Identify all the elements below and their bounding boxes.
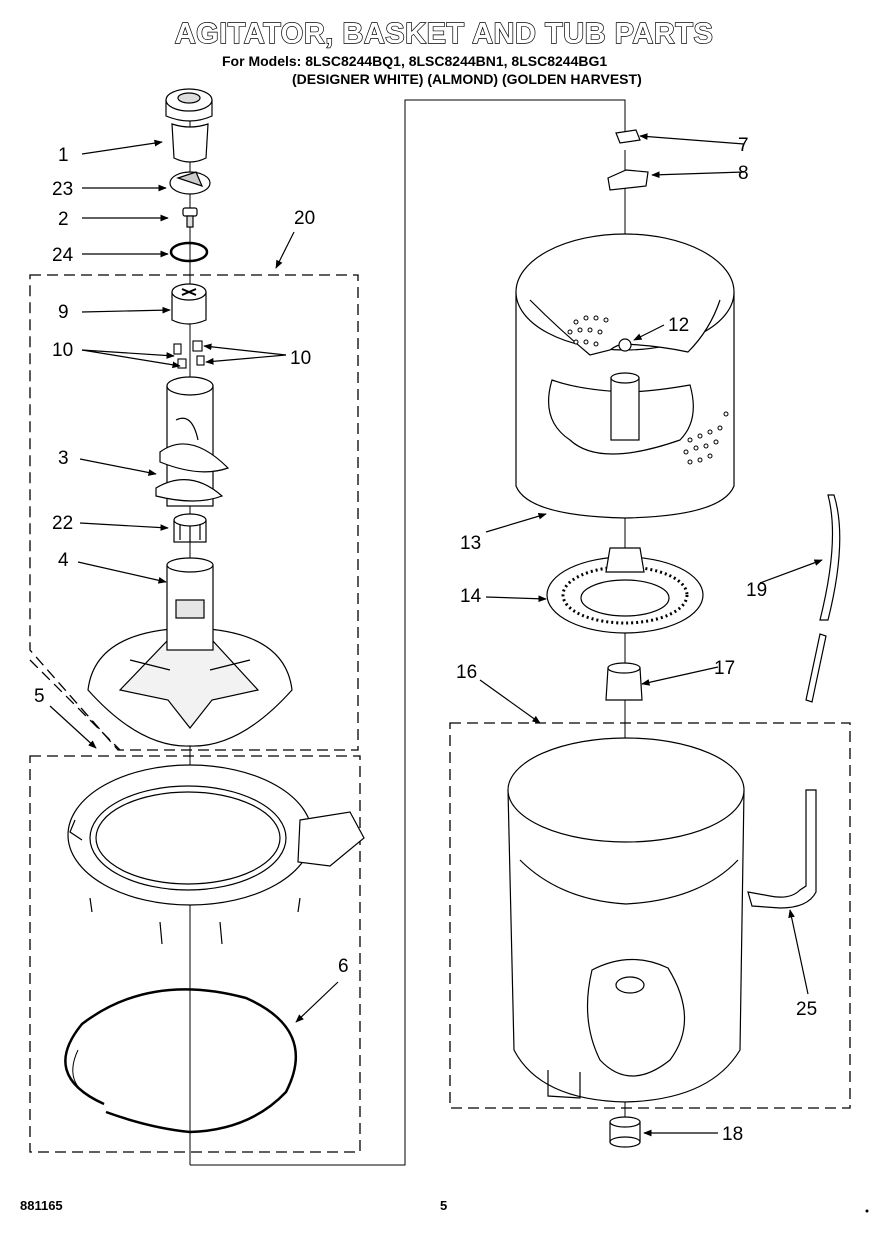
callout-23: 23 <box>52 179 73 200</box>
part-outer-tub <box>507 737 817 1103</box>
page-title: AGITATOR, BASKET AND TUB PARTS <box>174 17 714 50</box>
group-16-outline <box>449 722 851 1109</box>
part-auger <box>155 376 230 507</box>
callout-13: 13 <box>460 533 481 554</box>
callout-9: 9 <box>58 302 69 323</box>
callout-17: 17 <box>714 658 735 679</box>
part-bolt <box>182 207 198 228</box>
corner-mark <box>865 1209 869 1213</box>
colors-line: (DESIGNER WHITE) (ALMOND) (GOLDEN HARVES… <box>292 71 642 87</box>
callout-7: 7 <box>738 135 749 156</box>
part-dogs <box>173 340 205 369</box>
part-basket <box>515 233 735 519</box>
part-agitator-cap <box>165 88 213 163</box>
callout-3: 3 <box>58 448 69 469</box>
part-clip <box>615 129 641 144</box>
models-line: For Models: 8LSC8244BQ1, 8LSC8244BN1, 8L… <box>222 53 608 69</box>
part-hub <box>546 547 704 634</box>
part-clutch-ring <box>173 513 207 543</box>
callout-14: 14 <box>460 586 482 607</box>
callout-10-right: 10 <box>290 348 311 369</box>
part-o-ring <box>169 241 209 263</box>
callout-5: 5 <box>34 686 45 707</box>
callout-20: 20 <box>294 208 315 229</box>
part-tub-ring <box>67 764 365 945</box>
part-agitator-base <box>87 557 293 747</box>
part-hose <box>805 494 841 703</box>
part-cap-disc <box>169 171 211 195</box>
title-block: AGITATOR, BASKET AND TUB PARTS <box>0 17 888 51</box>
part-cam <box>171 283 207 325</box>
callout-4: 4 <box>58 550 69 571</box>
callout-24: 24 <box>52 245 74 266</box>
callout-10-left: 10 <box>52 340 73 361</box>
part-spline <box>605 662 643 701</box>
document-code: 881165 <box>20 1198 63 1213</box>
callout-1: 1 <box>58 145 69 166</box>
callout-25: 25 <box>796 999 817 1020</box>
group-20-outline <box>29 274 359 751</box>
callout-6: 6 <box>338 956 349 977</box>
callout-22: 22 <box>52 513 73 534</box>
callout-2: 2 <box>58 209 69 230</box>
callout-19: 19 <box>746 580 767 601</box>
group-5-diagonal <box>29 659 121 751</box>
callout-12: 12 <box>668 315 689 336</box>
callout-8: 8 <box>738 163 749 184</box>
part-hub-nut <box>607 169 649 191</box>
callout-18: 18 <box>722 1124 743 1145</box>
page-number: 5 <box>440 1198 448 1213</box>
part-bearing <box>609 1116 641 1148</box>
part-snap-ring <box>64 988 298 1134</box>
callout-16: 16 <box>456 662 477 683</box>
